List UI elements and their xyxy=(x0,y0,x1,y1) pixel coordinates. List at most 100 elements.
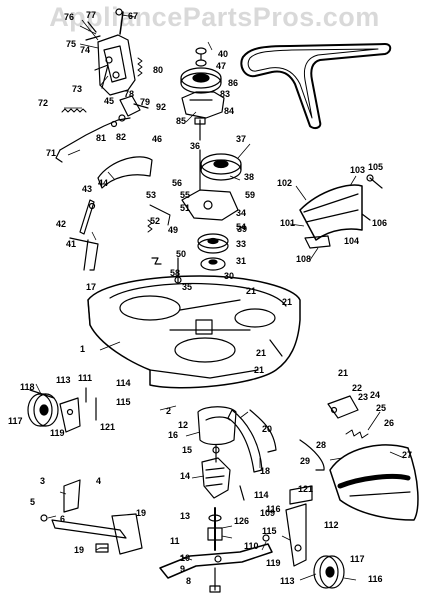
blade-adapter-12-13[interactable] xyxy=(207,507,223,551)
callout-31: 31 xyxy=(236,256,246,266)
callout-112: 112 xyxy=(324,520,339,530)
leader-lines xyxy=(35,14,405,581)
callout-10: 10 xyxy=(180,553,190,563)
callout-86: 86 xyxy=(228,78,238,88)
callout-extra-11: 11 xyxy=(170,536,180,546)
callout-9: 9 xyxy=(180,564,185,574)
pin-105-106-104[interactable] xyxy=(304,174,383,249)
callout-78: 78 xyxy=(124,89,134,99)
spindle-assembly-14[interactable] xyxy=(201,444,231,499)
callout-22: 22 xyxy=(352,383,362,393)
callout-extra-116: 116 xyxy=(266,504,281,514)
pulley-39-33[interactable] xyxy=(197,233,229,271)
callout-8: 8 xyxy=(186,576,191,586)
callout-115: 115 xyxy=(116,397,131,407)
callout-118: 118 xyxy=(20,382,35,392)
chute-bracket-22-25[interactable] xyxy=(299,395,369,471)
callout-73: 73 xyxy=(72,84,82,94)
lift-rod-71[interactable] xyxy=(55,114,131,163)
callout-84: 84 xyxy=(224,106,234,116)
callout-27: 27 xyxy=(402,450,412,460)
callout-67: 67 xyxy=(128,11,138,21)
callout-58: 58 xyxy=(170,268,180,278)
spring-53-52-49[interactable] xyxy=(147,204,171,265)
callout-extra-117: 117 xyxy=(350,554,365,564)
callout-121: 121 xyxy=(100,422,115,432)
callout-75: 75 xyxy=(66,39,76,49)
callout-17: 17 xyxy=(86,282,96,292)
callout-72: 72 xyxy=(38,98,48,108)
callout-13: 13 xyxy=(180,511,190,521)
callout-18: 18 xyxy=(260,466,270,476)
spring-72[interactable] xyxy=(61,108,87,113)
nut-40[interactable] xyxy=(195,47,207,67)
callout-16: 16 xyxy=(168,430,178,440)
callout-extra-119: 119 xyxy=(266,558,281,568)
drive-belt[interactable] xyxy=(240,43,392,130)
callout-6: 6 xyxy=(60,514,65,524)
callout-109: 109 xyxy=(260,508,275,518)
pulley-36-38[interactable] xyxy=(200,153,242,181)
callout-82: 82 xyxy=(116,132,126,142)
deck-support-3-6[interactable] xyxy=(40,479,143,555)
callout-42: 42 xyxy=(56,219,66,229)
callout-111: 111 xyxy=(78,373,92,383)
callout-59: 59 xyxy=(245,190,255,200)
lift-spring-80[interactable] xyxy=(137,57,143,77)
callout-14: 14 xyxy=(180,471,190,481)
callout-108: 108 xyxy=(296,254,311,264)
lift-link-78-79[interactable] xyxy=(119,95,149,117)
watermark: AppliancePartsPros.com xyxy=(49,2,380,32)
callout-12: 12 xyxy=(178,420,188,430)
callout-38: 38 xyxy=(244,172,254,182)
callout-41: 41 xyxy=(66,239,76,249)
callout-46: 46 xyxy=(152,134,162,144)
bolt-85[interactable] xyxy=(194,117,206,141)
gauge-wheel-right[interactable] xyxy=(313,555,345,589)
bolt-9-10[interactable] xyxy=(209,567,221,593)
callout-3: 3 xyxy=(40,476,45,486)
callout-71: 71 xyxy=(46,148,56,158)
callout-35: 35 xyxy=(182,282,192,292)
callout-extra-21: 21 xyxy=(338,368,348,378)
callout-51: 51 xyxy=(180,203,190,213)
deflector-101[interactable] xyxy=(299,184,363,241)
callout-85: 85 xyxy=(176,116,186,126)
mower-deck-housing[interactable] xyxy=(87,275,301,389)
callout-116: 116 xyxy=(368,574,383,584)
callout-114: 114 xyxy=(116,378,131,388)
callout-extra-115: 115 xyxy=(262,526,277,536)
callout-37: 37 xyxy=(236,134,246,144)
gauge-wheel-left[interactable] xyxy=(27,393,59,427)
callout-101: 101 xyxy=(280,218,295,228)
blade-8[interactable] xyxy=(159,543,273,579)
lift-bracket-assembly[interactable] xyxy=(85,8,136,96)
callout-80: 80 xyxy=(153,65,163,75)
wheel-bracket-left[interactable] xyxy=(29,387,97,433)
callout-19: 19 xyxy=(74,545,84,555)
callout-2: 2 xyxy=(166,406,171,416)
discharge-chute-27[interactable] xyxy=(329,444,419,521)
wheel-bracket-right[interactable] xyxy=(262,485,313,567)
rod-43-42-41[interactable] xyxy=(69,199,99,271)
idler-bracket-55-51[interactable] xyxy=(181,149,239,221)
callout-81: 81 xyxy=(96,133,106,143)
callout-40: 40 xyxy=(218,49,228,59)
callout-104: 104 xyxy=(344,236,359,246)
bracket-83-84[interactable] xyxy=(181,91,225,119)
callout-126: 126 xyxy=(234,516,249,526)
callout-extra-114: 114 xyxy=(254,490,269,500)
callout-44: 44 xyxy=(98,178,108,188)
callout-extra-121: 121 xyxy=(298,484,313,494)
callout-83: 83 xyxy=(220,89,230,99)
belt-keeper-18-20[interactable] xyxy=(227,409,277,501)
idler-pulley-47[interactable] xyxy=(180,67,222,94)
callout-20: 20 xyxy=(262,424,272,434)
callout-extra-21: 21 xyxy=(256,348,266,358)
callout-113: 113 xyxy=(56,375,71,385)
guard-46[interactable] xyxy=(97,156,153,189)
callout-102: 102 xyxy=(277,178,292,188)
callout-28: 28 xyxy=(316,440,326,450)
